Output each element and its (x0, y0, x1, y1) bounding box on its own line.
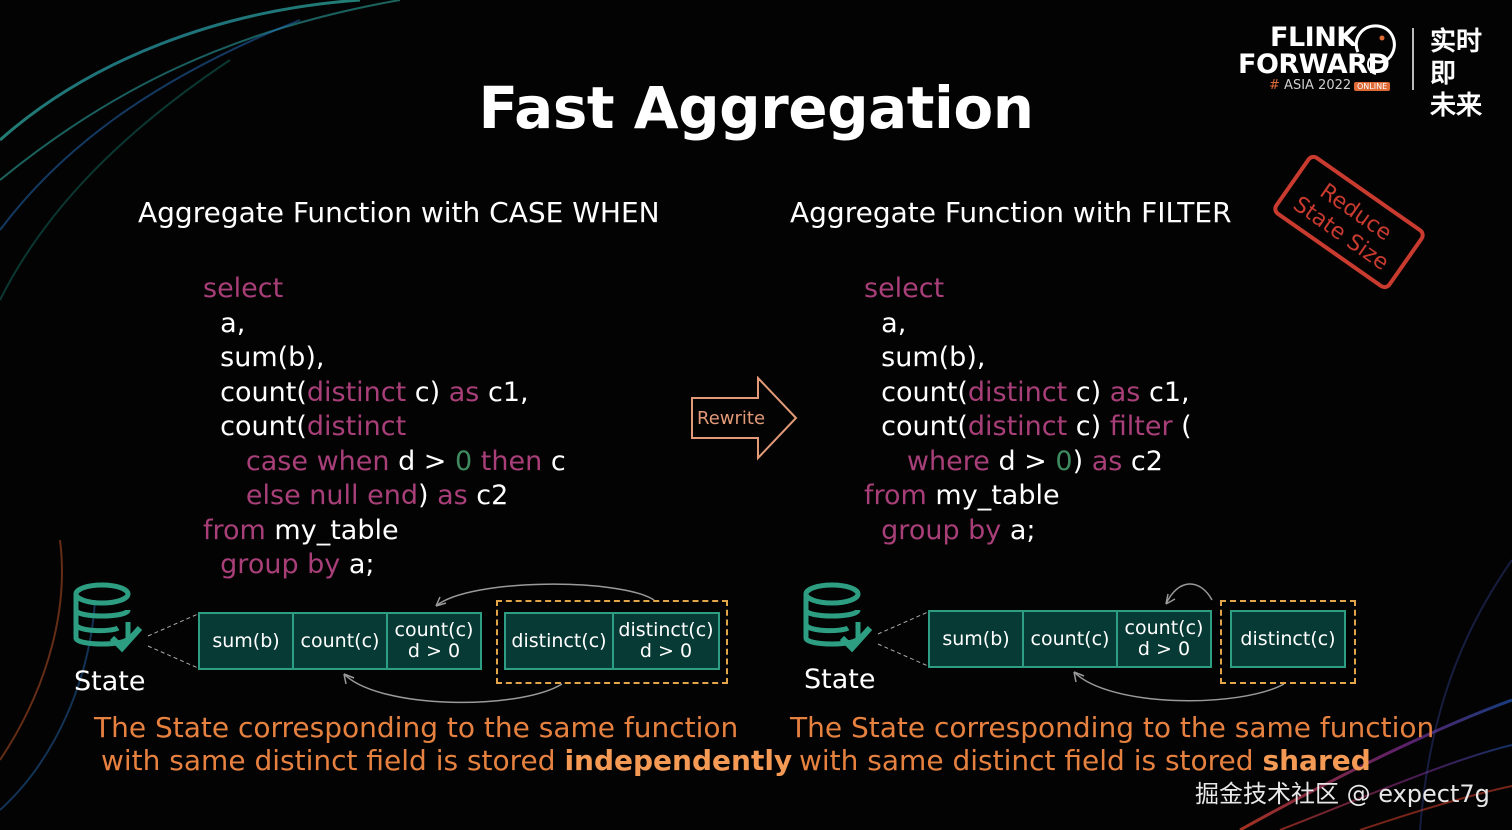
logo-event-name: ASIA 2022 (1284, 78, 1352, 93)
state-cell: count(c) (1022, 610, 1118, 668)
right-caption-prefix: with same distinct field is stored (799, 744, 1263, 777)
left-caption-line1: The State corresponding to the same func… (94, 711, 739, 744)
logo-hash: # (1269, 78, 1280, 93)
state-cell: distinct(c) (504, 612, 614, 670)
filter-sql-code: select a, sum(b), count(distinct c) as c… (864, 273, 1192, 546)
left-distinct-cells: distinct(c) distinct(c) d > 0 (504, 612, 720, 670)
state-cell: distinct(c) (1230, 610, 1346, 668)
squirrel-logo-icon (1354, 24, 1396, 75)
left-caption: The State corresponding to the same func… (94, 711, 792, 777)
left-state-label: State (74, 666, 146, 697)
left-caption-line2: with same distinct field is stored indep… (94, 744, 792, 777)
state-cell: count(c) d > 0 (1116, 610, 1212, 668)
right-arrow-icon (691, 376, 798, 461)
right-state-label: State (804, 664, 876, 695)
right-subtitle: Aggregate Function with FILTER (790, 196, 1232, 229)
left-subtitle: Aggregate Function with CASE WHEN (138, 196, 660, 229)
logo-forward-text: FORWARD (1238, 49, 1390, 80)
left-caption-prefix: with same distinct field is stored (101, 744, 565, 777)
left-distinct-group (496, 600, 728, 684)
right-caption-line1: The State corresponding to the same func… (790, 711, 1435, 744)
right-distinct-cells: distinct(c) (1230, 610, 1346, 668)
flink-forward-logo: FLINK FORWARD # ASIA 2022 ONLINE 实时即 未来 (1236, 18, 1496, 122)
juejin-watermark: 掘金技术社区 @ expect7g (1195, 780, 1490, 808)
database-check-icon (73, 582, 143, 653)
logo-chinese-slogan: 实时即 未来 (1430, 26, 1490, 122)
logo-event-text: # ASIA 2022 (1269, 79, 1351, 93)
right-caption-line2: with same distinct field is stored share… (790, 744, 1434, 777)
logo-cn-line1: 实时即 (1430, 27, 1483, 89)
state-cell: sum(b) (928, 610, 1024, 668)
state-cell: sum(b) (198, 612, 294, 670)
database-check-icon (803, 582, 873, 653)
right-state-cells: sum(b) count(c) count(c) d > 0 (928, 610, 1212, 668)
state-cell: count(c) (292, 612, 388, 670)
slide-title: Fast Aggregation (478, 74, 1034, 142)
right-caption-emphasis: shared (1262, 744, 1371, 777)
right-distinct-group (1220, 600, 1356, 684)
logo-divider (1412, 28, 1414, 90)
state-cell: distinct(c) d > 0 (612, 612, 720, 670)
rewrite-label: Rewrite (697, 408, 766, 429)
logo-cn-line2: 未来 (1430, 91, 1483, 121)
left-state-cells: sum(b) count(c) count(c) d > 0 (198, 612, 482, 670)
logo-online-badge: ONLINE (1354, 82, 1391, 91)
case-when-sql-code: select a, sum(b), count(distinct c) as c… (203, 273, 566, 580)
state-cell: count(c) d > 0 (386, 612, 482, 670)
right-caption: The State corresponding to the same func… (790, 711, 1434, 777)
left-caption-emphasis: independently (564, 744, 793, 777)
logo-flink-text: FLINK (1270, 22, 1357, 53)
